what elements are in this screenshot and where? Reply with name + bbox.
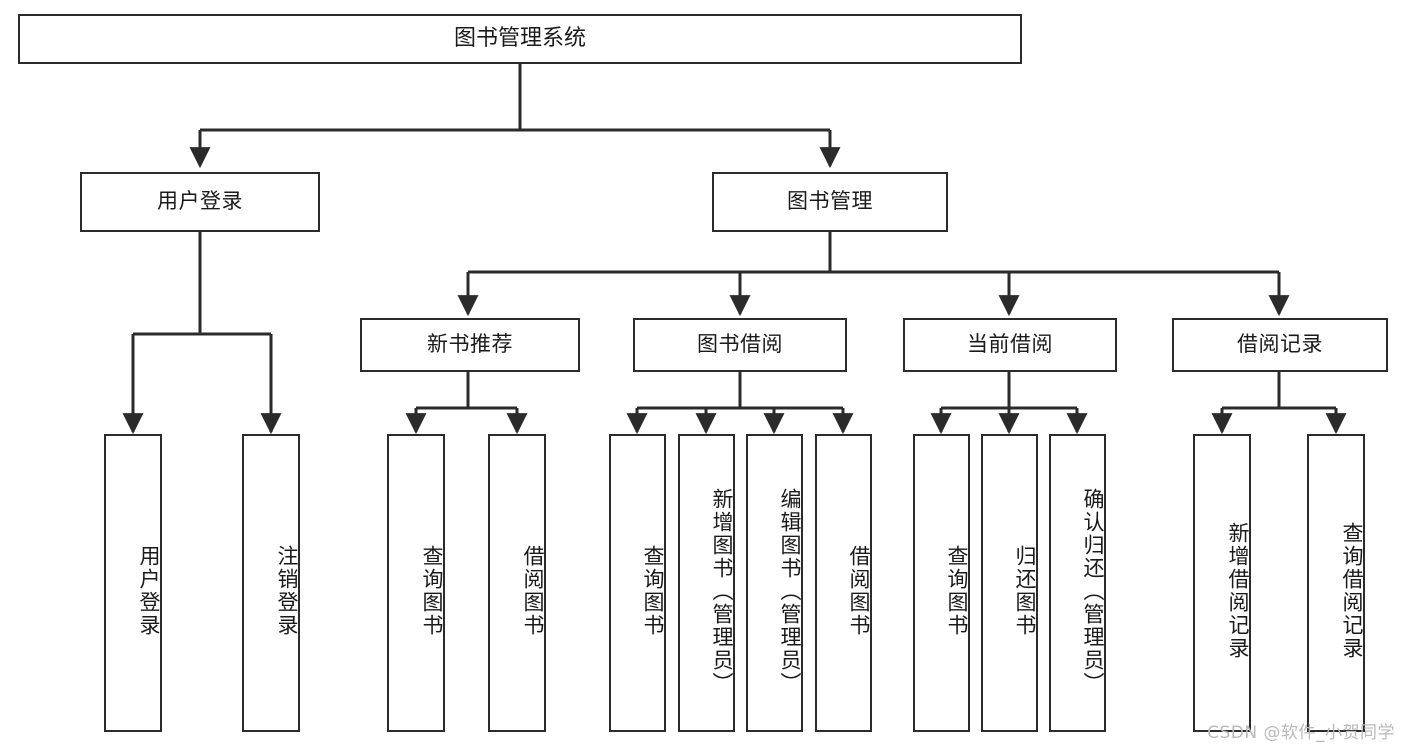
- node-label: 确认归还（管理员）: [1081, 487, 1105, 695]
- node-label: 查询图书: [641, 545, 665, 637]
- node-label: 借阅图书: [521, 545, 545, 637]
- leaf-new-book-borrow[interactable]: 借阅图书: [488, 434, 546, 732]
- leaf-current-borrow-query[interactable]: 查询图书: [913, 434, 970, 732]
- node-label: 用户登录: [157, 189, 243, 214]
- leaf-book-borrow-borrow[interactable]: 借阅图书: [815, 434, 872, 732]
- node-root-system[interactable]: 图书管理系统: [18, 14, 1022, 64]
- node-label: 图书借阅: [697, 332, 783, 357]
- node-label: 注销登录: [275, 545, 299, 637]
- node-label: 图书管理系统: [453, 25, 586, 51]
- leaf-borrow-record-add[interactable]: 新增借阅记录: [1193, 434, 1251, 732]
- leaf-borrow-record-query[interactable]: 查询借阅记录: [1307, 434, 1365, 732]
- leaf-book-borrow-edit[interactable]: 编辑图书（管理员）: [746, 434, 803, 732]
- node-label: 图书管理: [787, 189, 873, 214]
- node-current-borrow[interactable]: 当前借阅: [903, 318, 1117, 372]
- node-book-borrow[interactable]: 图书借阅: [633, 318, 847, 372]
- leaf-book-borrow-query[interactable]: 查询图书: [609, 434, 666, 732]
- node-label: 用户登录: [137, 545, 161, 637]
- node-label: 当前借阅: [967, 332, 1053, 357]
- node-label: 新增图书（管理员）: [710, 487, 734, 695]
- node-label: 新增借阅记录: [1226, 522, 1250, 660]
- node-label: 查询借阅记录: [1340, 522, 1364, 660]
- node-label: 归还图书: [1013, 545, 1037, 637]
- node-book-management[interactable]: 图书管理: [712, 172, 948, 232]
- node-label: 查询图书: [945, 545, 969, 637]
- node-label: 借阅图书: [847, 545, 871, 637]
- node-label: 借阅记录: [1237, 332, 1323, 357]
- leaf-current-borrow-confirm-return[interactable]: 确认归还（管理员）: [1049, 434, 1106, 732]
- leaf-new-book-query[interactable]: 查询图书: [387, 434, 445, 732]
- node-user-login[interactable]: 用户登录: [80, 172, 320, 232]
- leaf-user-login-login[interactable]: 用户登录: [104, 434, 162, 732]
- watermark-text: CSDN @软件_小贺同学: [1207, 723, 1395, 743]
- node-label: 新书推荐: [427, 332, 513, 357]
- leaf-book-borrow-add[interactable]: 新增图书（管理员）: [678, 434, 735, 732]
- leaf-user-login-logout[interactable]: 注销登录: [242, 434, 300, 732]
- node-label: 查询图书: [420, 545, 444, 637]
- node-borrow-record[interactable]: 借阅记录: [1172, 318, 1388, 372]
- leaf-current-borrow-return[interactable]: 归还图书: [981, 434, 1038, 732]
- node-new-book-recommend[interactable]: 新书推荐: [360, 318, 580, 372]
- node-label: 编辑图书（管理员）: [778, 487, 802, 695]
